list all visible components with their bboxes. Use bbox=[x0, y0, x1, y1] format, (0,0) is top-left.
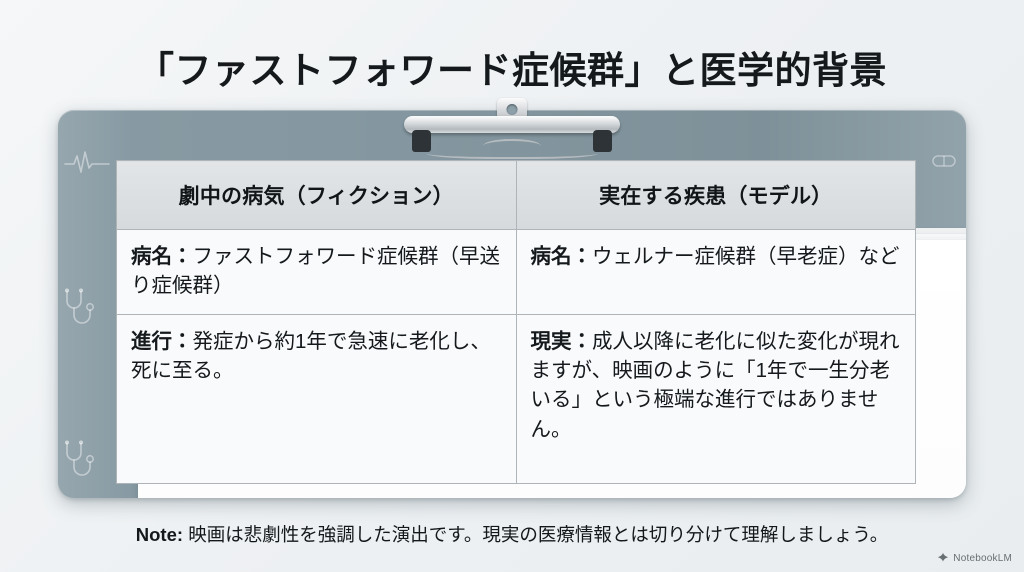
cell-value: 成人以降に老化に似た変化が現れますが、映画のように「1年で一生分老いる」という極… bbox=[530, 330, 900, 441]
comparison-table: 劇中の病気（フィクション） 実在する疾患（モデル） 病名：ファストフォワード症候… bbox=[116, 160, 916, 485]
column-header-fiction: 劇中の病気（フィクション） bbox=[116, 160, 517, 230]
cell-value: ファストフォワード症候群（早送り症候群） bbox=[131, 245, 500, 298]
clip-wire bbox=[426, 145, 598, 159]
cell-reality-disease-name: 病名：ウェルナー症候群（早老症）など bbox=[515, 228, 916, 316]
clip-hang-hole bbox=[497, 98, 527, 120]
cell-reality-progression: 現実：成人以降に老化に似た変化が現れますが、映画のように「1年で一生分老いる」と… bbox=[515, 314, 916, 485]
footer-note: Note: 映画は悲劇性を強調した演出です。現実の医療情報とは切り分けて理解しま… bbox=[0, 521, 1024, 547]
page-title: 「ファストフォワード症候群」と医学的背景 bbox=[137, 51, 887, 92]
notebooklm-spark-icon bbox=[938, 552, 949, 562]
cell-label: 現実： bbox=[530, 330, 593, 354]
cell-label: 病名： bbox=[131, 245, 193, 268]
cell-value: ウェルナー症候群（早老症）など bbox=[592, 245, 900, 268]
clip-grip-assembly bbox=[412, 130, 612, 159]
capsule-pill-icon bbox=[932, 155, 956, 167]
table-header-row: 劇中の病気（フィクション） 実在する疾患（モデル） bbox=[116, 160, 916, 230]
table-row: 病名：ファストフォワード症候群（早送り症候群） 病名：ウェルナー症候群（早老症）… bbox=[116, 228, 916, 316]
ecg-heartbeat-icon bbox=[64, 151, 110, 173]
column-header-reality: 実在する疾患（モデル） bbox=[515, 160, 916, 230]
comparison-table-container: 劇中の病気（フィクション） 実在する疾患（モデル） 病名：ファストフォワード症候… bbox=[116, 160, 916, 485]
cell-value: 発症から約1年で急速に老化し、死に至る。 bbox=[131, 330, 491, 383]
cell-label: 進行： bbox=[131, 330, 193, 354]
clip-metal-bar bbox=[404, 116, 620, 133]
notebooklm-label: NotebookLM bbox=[953, 552, 1012, 564]
notebooklm-watermark: NotebookLM bbox=[937, 552, 1012, 564]
table-row: 進行：発症から約1年で急速に老化し、死に至る。 現実：成人以降に老化に似た変化が… bbox=[116, 314, 916, 485]
stethoscope-icon bbox=[64, 288, 94, 324]
cell-label: 病名： bbox=[530, 245, 593, 268]
footer-note-label: Note: bbox=[135, 524, 184, 545]
cell-fiction-progression: 進行：発症から約1年で急速に老化し、死に至る。 bbox=[116, 314, 517, 485]
cell-fiction-disease-name: 病名：ファストフォワード症候群（早送り症候群） bbox=[116, 228, 517, 316]
stethoscope-icon bbox=[64, 440, 94, 476]
clipboard-clip bbox=[404, 98, 620, 164]
footer-note-text: 映画は悲劇性を強調した演出です。現実の医療情報とは切り分けて理解しましょう。 bbox=[188, 524, 889, 545]
